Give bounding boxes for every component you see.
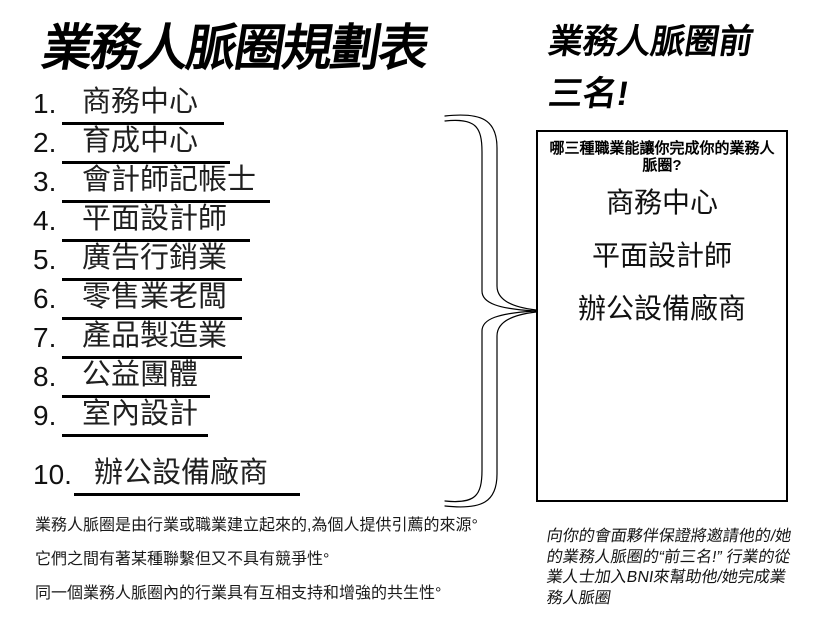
- list-item-label: 育成中心: [62, 117, 230, 164]
- top-three-item: 商務中心: [605, 186, 718, 218]
- list-item: 4. 平面設計師: [33, 203, 300, 242]
- box-question-line: 哪三種職業能讓你完成你的業務人: [549, 140, 775, 157]
- list-item-number: 8.: [33, 361, 57, 392]
- list-item: 1. 商務中心: [33, 86, 300, 125]
- list-item: 6. 零售業老闆: [33, 281, 300, 320]
- list-item-number: 9.: [33, 400, 57, 431]
- page-title: 業務人脈圈規劃表: [38, 8, 432, 80]
- partner-note-line: 業人士加入BNI來幫助他/她完成業: [545, 569, 788, 586]
- partner-note-line: 的業務人脈圈的“前三名!” 行業的從: [545, 548, 792, 566]
- footnote-line: 它們之間有著某種聯繫但又不具有競爭性°: [35, 551, 330, 568]
- list-item-number: 5.: [33, 244, 57, 275]
- list-item-label: 辦公設備廠商: [73, 449, 300, 496]
- list-item-number: 2.: [33, 127, 57, 158]
- list-item: 2. 育成中心: [33, 125, 300, 164]
- list-item-number: 7.: [33, 322, 57, 353]
- list-item-label: 會計師記帳士: [62, 156, 270, 203]
- list-item-number: 6.: [33, 283, 57, 314]
- list-item-label: 公益團體: [62, 351, 210, 398]
- list-item-label: 零售業老闆: [62, 273, 242, 320]
- top-three-box: 哪三種職業能讓你完成你的業務人 脈圈? 商務中心 平面設計師 辦公設備廠商: [536, 130, 788, 502]
- list-item-label: 平面設計師: [62, 195, 250, 242]
- list-item: 10. 辦公設備廠商: [33, 457, 300, 496]
- footnote-line: 同一個業務人脈圈內的行業具有互相支持和增強的共生性°: [35, 585, 442, 602]
- list-item-number: 10.: [33, 459, 72, 490]
- partner-note: 向你的會面夥伴保證將邀請他的/她 的業務人脈圈的“前三名!” 行業的從 業人士加…: [545, 527, 792, 609]
- top-three-item: 平面設計師: [591, 239, 732, 271]
- partner-note-line: 向你的會面夥伴保證將邀請他的/她: [545, 528, 793, 545]
- right-curly-brace-icon: [444, 114, 537, 508]
- list-item-label: 商務中心: [62, 78, 224, 125]
- box-question-line: 脈圈?: [642, 157, 682, 174]
- right-panel-title-line: 三名!: [546, 75, 632, 113]
- page-title-text: 業務人脈圈規劃表: [38, 20, 432, 76]
- list-item-label: 產品製造業: [62, 312, 242, 359]
- top-three-item: 辦公設備廠商: [577, 292, 746, 324]
- partner-note-line: 務人脈圈: [545, 589, 613, 607]
- right-panel-title-line: 業務人脈圈前: [546, 23, 757, 61]
- list-item-number: 4.: [33, 205, 57, 236]
- footnotes-left: 業務人脈圈是由行業或職業建立起來的,為個人提供引薦的來源° 它們之間有著某種聯繫…: [35, 516, 478, 618]
- list-item: 5. 廣告行銷業: [33, 242, 300, 281]
- list-item: 9. 室內設計: [33, 398, 300, 437]
- list-item: 3. 會計師記帳士: [33, 164, 300, 203]
- list-item-label: 室內設計: [62, 390, 208, 437]
- network-circle-list: 1. 商務中心 2. 育成中心 3. 會計師記帳士 4. 平面設計師 5. 廣告…: [33, 86, 300, 496]
- right-panel-title: 業務人脈圈前 三名!: [545, 16, 756, 120]
- list-item: 8. 公益團體: [33, 359, 300, 398]
- list-item: 7. 產品製造業: [33, 320, 300, 359]
- list-item-number: 3.: [33, 166, 57, 197]
- list-item-number: 1.: [33, 88, 57, 119]
- list-item-label: 廣告行銷業: [62, 234, 242, 281]
- footnote-line: 業務人脈圈是由行業或職業建立起來的,為個人提供引薦的來源°: [35, 517, 478, 534]
